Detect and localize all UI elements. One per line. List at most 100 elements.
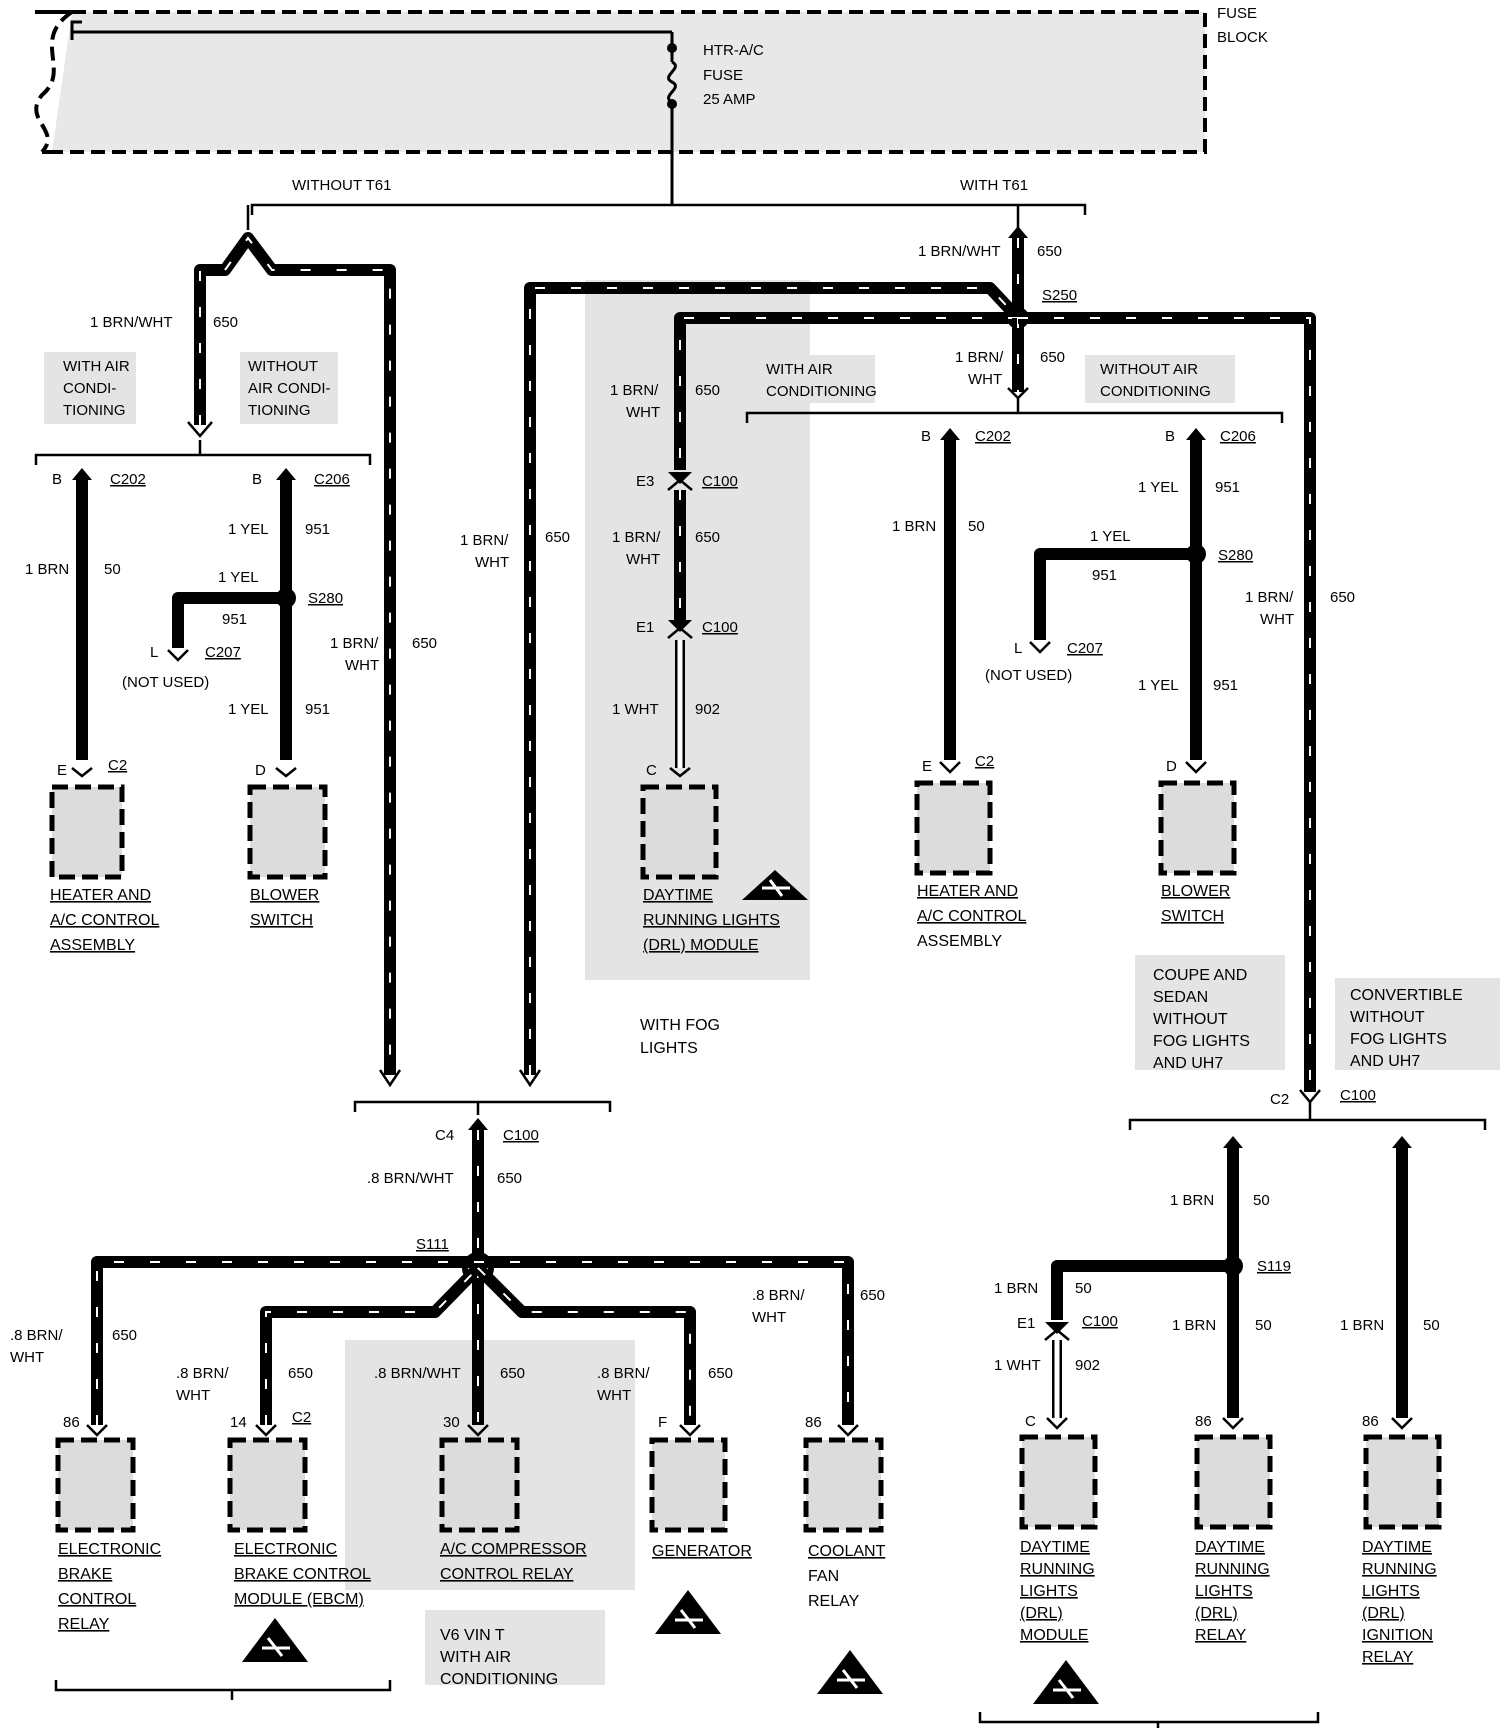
drli-label-6: RELAY xyxy=(1362,1649,1414,1666)
generator[interactable] xyxy=(649,1437,728,1533)
left-c207-pin: L xyxy=(150,644,158,661)
drlm-label-4: (DRL) xyxy=(1020,1605,1063,1622)
left-right-color-2: WHT xyxy=(345,657,379,674)
electronic-brake-control-relay[interactable] xyxy=(55,1437,136,1533)
without-t61-label: WITHOUT T61 xyxy=(292,177,391,194)
drli-label-4: (DRL) xyxy=(1362,1605,1405,1622)
left-brn-color: 1 BRN xyxy=(25,561,69,578)
mid-drl-num: 650 xyxy=(695,382,720,399)
left-without-ac-3: TIONING xyxy=(248,402,311,419)
bottom-trunk-color: .8 BRN/WHT xyxy=(367,1170,454,1187)
ebcm-wire-num: 650 xyxy=(288,1365,313,1382)
right-with-ac-note-bg xyxy=(755,355,875,403)
mid-drl-num-2: 650 xyxy=(695,529,720,546)
right-hvac-control-assembly[interactable] xyxy=(914,780,993,876)
drlr-pin: 86 xyxy=(1195,1413,1212,1430)
right-hvac-label-1: HEATER AND xyxy=(917,883,1018,900)
fuse-label-1: HTR-A/C xyxy=(703,42,764,59)
ebcm-module[interactable] xyxy=(227,1437,308,1533)
right-with-ac-2: CONDITIONING xyxy=(766,383,877,400)
v6-note-bg xyxy=(425,1610,605,1685)
left-blower-switch[interactable] xyxy=(247,784,328,880)
mid-long-color-1: 1 BRN/ xyxy=(460,532,509,549)
fuse-label-3: 25 AMP xyxy=(703,91,756,108)
drlm-label-3: LIGHTS xyxy=(1020,1583,1078,1600)
ebcr-wire-c2: WHT xyxy=(10,1349,44,1366)
mid-fog-1: WITH FOG xyxy=(640,1017,720,1034)
br-brn-c-num: 50 xyxy=(1255,1317,1272,1334)
br-brn-c-color: 1 BRN xyxy=(1172,1317,1216,1334)
coolant-fan-relay[interactable] xyxy=(803,1437,884,1533)
right-c206-pin: B xyxy=(1165,428,1175,445)
drl-module[interactable] xyxy=(1019,1434,1098,1530)
right-blower-pin: D xyxy=(1166,758,1177,775)
conv-note-3: FOG LIGHTS xyxy=(1350,1031,1447,1048)
v6-note-1: V6 VIN T xyxy=(440,1627,505,1644)
acr-label-2: CONTROL RELAY xyxy=(440,1566,574,1583)
right-yel-color: 1 YEL xyxy=(1138,479,1179,496)
gen-pin: F xyxy=(658,1414,667,1431)
br-e1: E1 xyxy=(1017,1315,1035,1332)
ebcm-pin: 14 xyxy=(230,1414,247,1431)
left-c202: C202 xyxy=(110,471,146,488)
right-s250-color-1: 1 BRN/ xyxy=(955,349,1004,366)
mid-c100-b: C100 xyxy=(702,619,738,636)
mid-drl-color-2: WHT xyxy=(626,404,660,421)
t61-brace xyxy=(250,203,1087,215)
left-hvac-control-assembly[interactable] xyxy=(49,784,125,880)
right-s280: S280 xyxy=(1218,547,1253,564)
right-c202: C202 xyxy=(975,428,1011,445)
drlr-label-3: LIGHTS xyxy=(1195,1583,1253,1600)
coupe-note-2: SEDAN xyxy=(1153,989,1208,1006)
drlr-label-2: RUNNING xyxy=(1195,1561,1270,1578)
left-yel2-color: 1 YEL xyxy=(228,701,269,718)
drl-ignition-relay[interactable] xyxy=(1363,1434,1442,1530)
left-stub-num: 951 xyxy=(222,611,247,628)
fuse-block-label-2: BLOCK xyxy=(1217,29,1268,46)
left-blower-pin: D xyxy=(255,762,266,779)
drlr-label-5: RELAY xyxy=(1195,1627,1247,1644)
left-c206: C206 xyxy=(314,471,350,488)
coupe-note-bg xyxy=(1135,955,1285,1070)
drl-relay[interactable] xyxy=(1194,1434,1273,1530)
with-ac-note-bg xyxy=(44,352,136,424)
br-wht-num: 902 xyxy=(1075,1357,1100,1374)
left-top-wire-color: 1 BRN/WHT xyxy=(90,314,173,331)
right-c202-pin: B xyxy=(921,428,931,445)
bottom-left-brace xyxy=(54,1680,392,1700)
left-hvac-label-2: A/C CONTROL xyxy=(50,912,159,929)
br-wht-color: 1 WHT xyxy=(994,1357,1041,1374)
left-c207: C207 xyxy=(205,644,241,661)
mid-c100-a: C100 xyxy=(702,473,738,490)
left-blower-label-2: SWITCH xyxy=(250,912,313,929)
mid-wht-color: 1 WHT xyxy=(612,701,659,718)
bottom-left-group: C4 C100 .8 BRN/WHT 650 S111 .8 BRN/ WHT … xyxy=(10,1100,886,1700)
acr-pin: 30 xyxy=(443,1414,460,1431)
bottom-c100: C100 xyxy=(503,1127,539,1144)
right-yel-num: 951 xyxy=(1215,479,1240,496)
acr-wire-num: 650 xyxy=(500,1365,525,1382)
br-brn-d-color: 1 BRN xyxy=(1340,1317,1384,1334)
esd-warning-icon xyxy=(742,870,808,900)
left-yel-num: 951 xyxy=(305,521,330,538)
fuse-label-2: FUSE xyxy=(703,67,743,84)
ac-compressor-control-relay[interactable] xyxy=(439,1437,520,1533)
left-with-ac-1: WITH AIR xyxy=(63,358,130,375)
convertible-note-bg xyxy=(1335,978,1500,1070)
left-blower-label-1: BLOWER xyxy=(250,887,319,904)
right-without-ac-note-bg xyxy=(1085,355,1235,403)
s250-label: S250 xyxy=(1042,287,1077,304)
left-hvac-pin: E xyxy=(57,762,67,779)
right-yel2-num: 951 xyxy=(1213,677,1238,694)
br-c100: C100 xyxy=(1340,1087,1376,1104)
left-not-used: (NOT USED) xyxy=(122,674,209,691)
mid-drl-pin: C xyxy=(646,762,657,779)
br-brn-b-num: 50 xyxy=(1075,1280,1092,1297)
left-c202-pin: B xyxy=(52,471,62,488)
right-c207-pin: L xyxy=(1014,640,1022,657)
right-blower-switch[interactable] xyxy=(1158,780,1237,876)
drlm-label-1: DAYTIME xyxy=(1020,1539,1090,1556)
right-branch: 1 BRN/WHT 650 S250 1 BRN/ WHT 650 1 BRN/… xyxy=(460,205,1463,1104)
ebcr-label-3: CONTROL xyxy=(58,1591,136,1608)
drl-module-fog[interactable] xyxy=(640,784,719,880)
